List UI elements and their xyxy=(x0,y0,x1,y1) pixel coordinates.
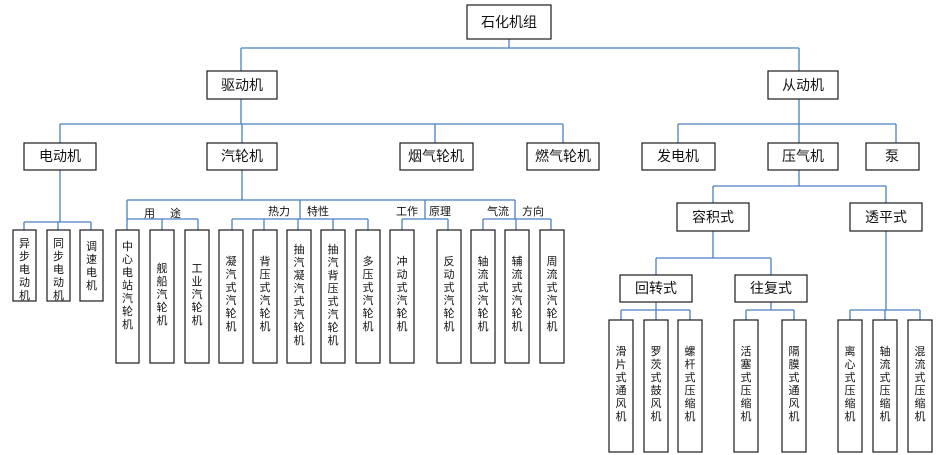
leaf-roots-label: 罗茨式鼓风机 xyxy=(651,345,662,423)
leaf-roots: 罗茨式鼓风机 xyxy=(643,319,669,453)
leaf-central-turbine: 中心电站汽轮机 xyxy=(115,229,140,364)
connector-lines xyxy=(23,39,921,320)
leaf-diaphragm-label: 隔膜式通风机 xyxy=(789,345,800,423)
node-reciprocating: 往复式 xyxy=(734,274,808,303)
leaf-speed-motor-label: 调速电机 xyxy=(86,240,97,292)
leaf-axial-compressor: 轴流式压缩机 xyxy=(872,319,898,453)
leaf-centrifugal-label: 离心式压缩机 xyxy=(845,344,856,423)
node-rotary: 回转式 xyxy=(619,274,693,303)
node-generator-label: 发电机 xyxy=(657,149,699,165)
node-generator: 发电机 xyxy=(641,142,716,171)
leaf-axial-compressor-label: 轴流式压缩机 xyxy=(880,344,891,423)
node-driven-label: 从动机 xyxy=(782,78,824,94)
leaf-multi-pressure-label: 多压式汽轮机 xyxy=(363,254,374,333)
leaf-async-motor: 异步电动机 xyxy=(12,229,37,302)
node-compressor-label: 压气机 xyxy=(782,149,824,165)
group-thermal-label-a: 热力 xyxy=(268,205,290,218)
node-rotary-label: 回转式 xyxy=(635,281,677,297)
node-driven: 从动机 xyxy=(767,70,839,100)
node-positive-displacement-label: 容积式 xyxy=(692,209,734,226)
leaf-extraction-condensing-label: 抽汽凝汽式汽轮机 xyxy=(294,242,305,347)
node-reciprocating-label: 往复式 xyxy=(750,280,792,297)
node-drive-label: 驱动机 xyxy=(221,78,263,94)
leaf-impulse-label: 冲动式汽轮机 xyxy=(397,254,408,333)
leaf-extraction-back-label: 抽汽背压式汽轮机 xyxy=(328,242,339,347)
leaf-sliding-vane: 滑片式通风机 xyxy=(608,319,634,453)
node-root: 石化机组 xyxy=(466,4,552,40)
node-drive: 驱动机 xyxy=(206,70,278,100)
leaf-screw-label: 螺杆式压缩机 xyxy=(685,345,696,423)
leaf-sliding-vane-label: 滑片式通风机 xyxy=(616,345,627,423)
group-flow-label-b: 方向 xyxy=(522,204,544,218)
node-pump-label: 泵 xyxy=(885,149,899,165)
leaf-sync-motor-label: 同步电动机 xyxy=(53,237,64,302)
leaf-circumferential-label: 周流式汽轮机 xyxy=(547,255,558,333)
leaf-back-pressure: 背压式汽轮机 xyxy=(252,229,278,364)
leaf-reaction: 反动式汽轮机 xyxy=(436,229,462,364)
group-use-label-b: 途 xyxy=(170,206,181,220)
leaf-sync-motor: 同步电动机 xyxy=(46,229,71,302)
leaf-diaphragm: 隔膜式通风机 xyxy=(781,319,807,453)
node-flue-turbine: 烟气轮机 xyxy=(399,142,474,171)
node-compressor: 压气机 xyxy=(767,142,839,171)
leaf-condensing-label: 凝汽式汽轮机 xyxy=(226,254,237,333)
leaf-radial: 辅流式汽轮机 xyxy=(504,229,530,364)
node-motor-label: 电动机 xyxy=(39,149,81,165)
node-dynamic: 透平式 xyxy=(849,202,923,232)
leaf-axial-label: 轴流式汽轮机 xyxy=(478,254,489,333)
leaf-mixed-compressor: 混流式压缩机 xyxy=(907,319,933,453)
leaf-condensing: 凝汽式汽轮机 xyxy=(218,229,244,364)
group-principle-label-b: 原理 xyxy=(429,205,451,218)
leaf-piston-label: 活塞式压缩机 xyxy=(741,345,752,423)
node-motor: 电动机 xyxy=(23,142,97,171)
node-steam-turbine-label: 汽轮机 xyxy=(221,149,263,165)
group-flow-label-a: 气流 xyxy=(487,204,509,218)
leaf-impulse: 冲动式汽轮机 xyxy=(389,229,415,364)
leaf-axial: 轴流式汽轮机 xyxy=(470,229,496,364)
leaf-centrifugal: 离心式压缩机 xyxy=(837,319,863,453)
leaf-radial-label: 辅流式汽轮机 xyxy=(512,254,523,333)
node-positive-displacement: 容积式 xyxy=(676,202,750,232)
leaf-circumferential: 周流式汽轮机 xyxy=(539,229,565,364)
leaf-industrial-turbine: 工业汽轮机 xyxy=(184,229,210,364)
node-gas-turbine: 燃气轮机 xyxy=(526,142,600,171)
leaf-multi-pressure: 多压式汽轮机 xyxy=(355,229,381,364)
leaf-extraction-back: 抽汽背压式汽轮机 xyxy=(320,229,346,364)
node-steam-turbine: 汽轮机 xyxy=(206,142,278,171)
leaf-central-turbine-label: 中心电站汽轮机 xyxy=(122,240,133,331)
leaf-async-motor-label: 异步电动机 xyxy=(19,237,30,302)
node-gas-turbine-label: 燃气轮机 xyxy=(535,148,591,165)
group-use-label-a: 用 xyxy=(144,207,155,220)
leaf-extraction-condensing: 抽汽凝汽式汽轮机 xyxy=(286,229,312,364)
node-dynamic-label: 透平式 xyxy=(865,210,907,226)
leaf-industrial-turbine-label: 工业汽轮机 xyxy=(192,262,203,327)
leaf-speed-motor: 调速电机 xyxy=(79,229,104,302)
group-principle-label-a: 工作 xyxy=(396,205,418,218)
group-thermal-label-b: 特性 xyxy=(307,204,329,218)
leaf-marine-turbine-label: 舰船汽轮机 xyxy=(157,261,168,327)
leaf-back-pressure-label: 背压式汽轮机 xyxy=(260,254,271,333)
leaf-mixed-compressor-label: 混流式压缩机 xyxy=(915,345,926,423)
leaf-marine-turbine: 舰船汽轮机 xyxy=(149,229,175,364)
leaf-piston: 活塞式压缩机 xyxy=(733,319,759,453)
leaf-screw: 螺杆式压缩机 xyxy=(677,319,703,453)
leaf-reaction-label: 反动式汽轮机 xyxy=(444,255,455,333)
node-flue-turbine-label: 烟气轮机 xyxy=(408,149,464,165)
node-pump: 泵 xyxy=(865,142,920,171)
node-root-label: 石化机组 xyxy=(481,15,537,31)
